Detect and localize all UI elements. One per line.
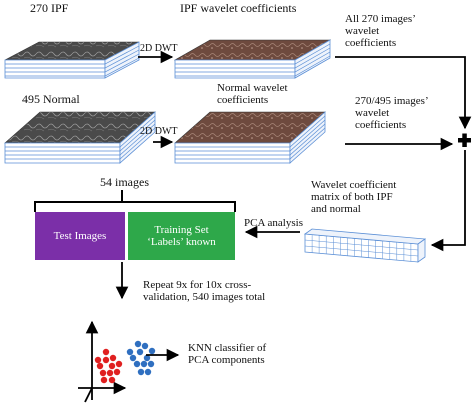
scatter-point-blue	[133, 360, 141, 368]
scatter-point-red	[102, 356, 110, 364]
scatter-point-red	[99, 369, 107, 377]
arrow-plus-to-matrix	[430, 150, 466, 252]
ipf-wavelet-stack	[173, 39, 332, 79]
scatter-point-blue	[140, 360, 148, 368]
scatter-point-blue	[148, 347, 156, 355]
scatter-point-blue	[134, 340, 142, 348]
scatter-point-blue	[137, 368, 145, 376]
scatter-point-red	[100, 376, 108, 384]
scatter-point-red	[108, 376, 116, 384]
ipf-wavelet-label: IPF wavelet coefficients	[180, 1, 297, 15]
scatter-point-red	[113, 368, 121, 376]
scatter-point-blue	[147, 360, 155, 368]
test-images-box: Test Images	[35, 212, 125, 260]
matrix-label: Wavelet coefficient matrix of both IPF a…	[311, 179, 397, 215]
images-54-label: 54 images	[100, 175, 149, 189]
scatter-point-blue	[144, 368, 152, 376]
scatter-point-red	[94, 356, 102, 364]
dwt-top-label: 2D DWT	[140, 43, 178, 54]
knn-label: KNN classifier of PCA components	[188, 342, 267, 366]
ipf-image-stack	[4, 41, 140, 79]
scatter-point-blue	[141, 342, 149, 350]
scatter-point-blue	[126, 348, 134, 356]
scatter-points	[94, 340, 156, 384]
dwt-bottom-label: 2D DWT	[140, 126, 178, 137]
arrow-all-270	[335, 56, 472, 130]
normal-stack-label: 495 Normal	[22, 92, 80, 106]
training-set-box: Training Set ‘Labels’ known	[128, 212, 235, 260]
images-bracket	[34, 190, 236, 212]
scatter-point-red	[109, 354, 117, 362]
scatter-point-red	[115, 360, 123, 368]
pca-analysis-label: PCA analysis	[244, 217, 303, 229]
repeat-label: Repeat 9x for 10x cross- validation, 540…	[143, 279, 266, 303]
scatter-point-red	[106, 369, 114, 377]
scatter-axes	[78, 320, 127, 403]
scatter-point-red	[108, 362, 116, 370]
plus-icon	[458, 133, 471, 147]
ipf-stack-label: 270 IPF	[30, 1, 69, 15]
scatter-point-blue	[143, 354, 151, 362]
scatter-point-red	[102, 348, 110, 356]
scatter-point-red	[96, 362, 104, 370]
scatter-point-blue	[136, 348, 144, 356]
normal-image-stack	[4, 111, 156, 164]
normal-wavelet-label: Normal wavelet coefficients	[217, 82, 288, 106]
normal-wavelet-stack	[174, 111, 326, 164]
coefficient-matrix	[303, 228, 427, 263]
scatter-point-blue	[129, 354, 137, 362]
all-270-label: All 270 images’ wavelet coefficients	[345, 13, 416, 49]
sub-270-495-label: 270/495 images’ wavelet coefficients	[355, 95, 429, 131]
